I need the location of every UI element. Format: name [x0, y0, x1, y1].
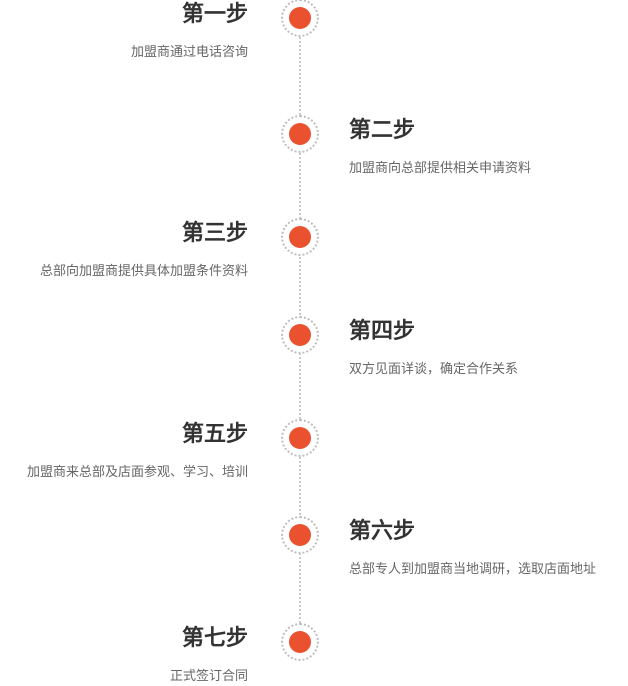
step-dot — [289, 631, 311, 653]
step-description: 加盟商通过电话咨询 — [130, 45, 248, 60]
step-dot — [289, 7, 311, 29]
step-title: 第七步 — [181, 626, 248, 651]
step-description: 总部向加盟商提供具体加盟条件资料 — [39, 264, 248, 279]
step-dot — [289, 427, 311, 449]
step-description: 双方见面详谈，确定合作关系 — [349, 362, 519, 377]
step-marker-2 — [281, 115, 319, 153]
step-marker-5 — [281, 419, 319, 457]
step-dot — [289, 123, 311, 145]
step-marker-3 — [281, 218, 319, 256]
step-description: 加盟商向总部提供相关申请资料 — [349, 161, 532, 176]
step-title: 第一步 — [181, 2, 248, 27]
step-description: 正式签订合同 — [169, 669, 248, 684]
step-title: 第五步 — [181, 422, 248, 447]
step-marker-6 — [281, 516, 319, 554]
step-dot — [289, 524, 311, 546]
step-dot — [289, 226, 311, 248]
step-description: 总部专人到加盟商当地调研，选取店面地址 — [349, 562, 597, 577]
step-title: 第三步 — [181, 221, 248, 246]
step-dot — [289, 324, 311, 346]
step-title: 第四步 — [349, 319, 416, 344]
step-marker-1 — [281, 0, 319, 37]
step-title: 第二步 — [349, 118, 416, 143]
step-marker-4 — [281, 316, 319, 354]
step-title: 第六步 — [349, 519, 416, 544]
step-marker-7 — [281, 623, 319, 661]
step-description: 加盟商来总部及店面参观、学习、培训 — [26, 465, 248, 480]
